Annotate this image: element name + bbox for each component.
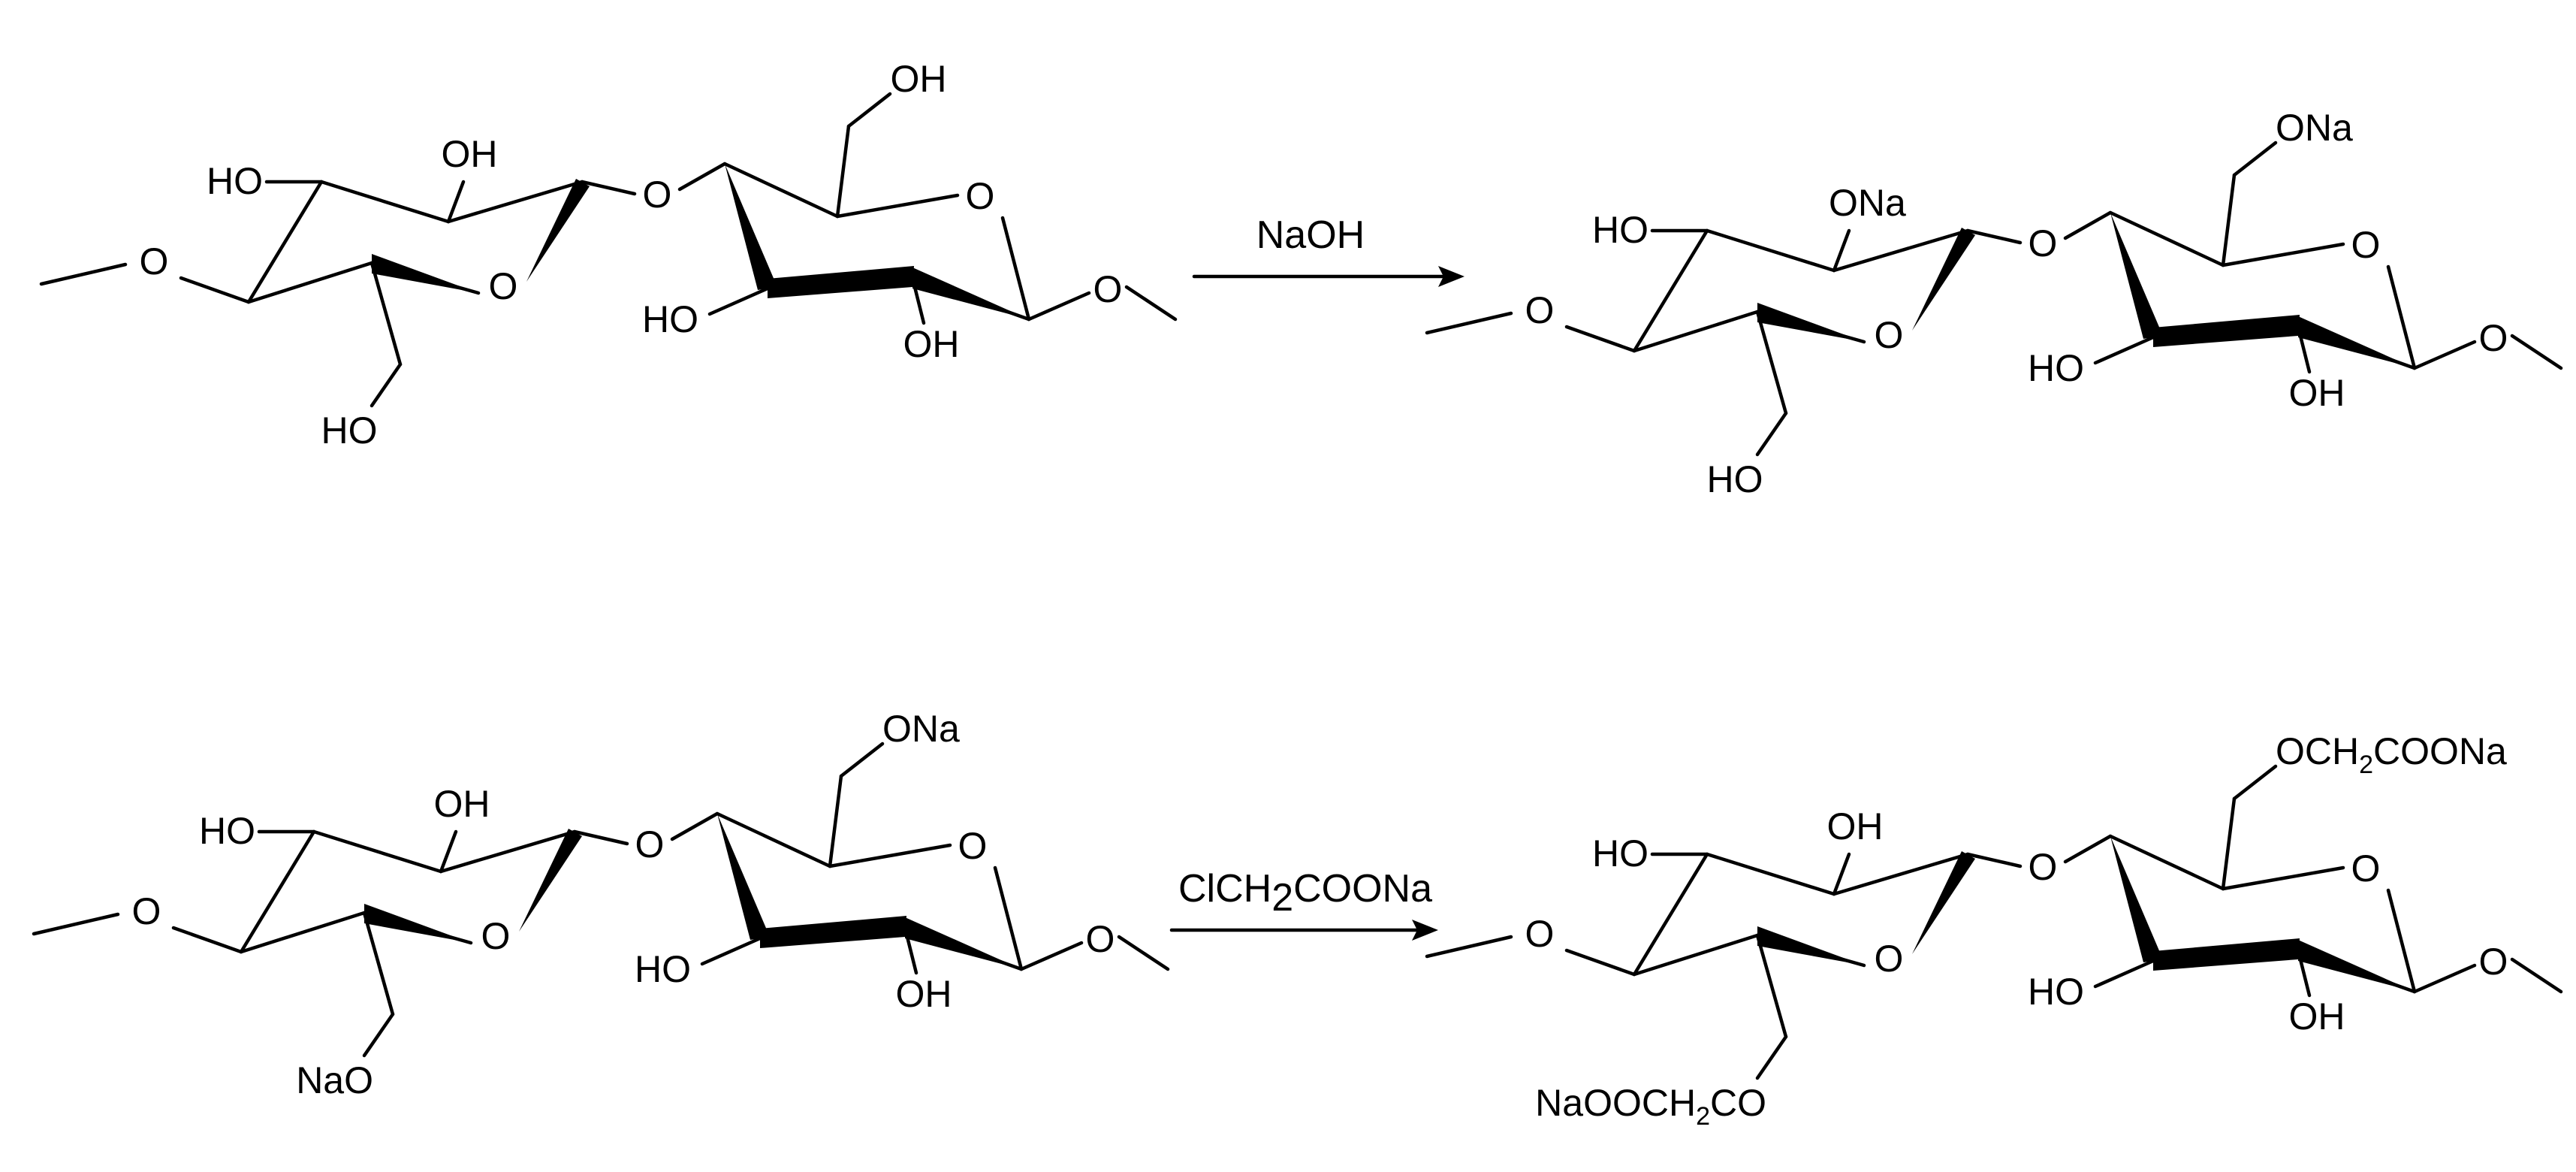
ring-a-ch2-oh: HO bbox=[321, 409, 378, 452]
methoxy-o-left: O bbox=[1525, 913, 1555, 955]
bottom-reagent: ClCH2COONa bbox=[1178, 867, 1432, 920]
ring-a-ho-upper: HO bbox=[1592, 832, 1648, 874]
glycosidic-oxygen: O bbox=[2029, 846, 2058, 888]
glycosidic-oxygen: O bbox=[2029, 222, 2058, 264]
methoxy-o-right: O bbox=[2479, 941, 2508, 983]
methoxy-o-right: O bbox=[2479, 317, 2508, 359]
top-reactant: O HO OH O HO O OH O HO OH O bbox=[41, 58, 1175, 452]
methoxy-o-left: O bbox=[132, 890, 161, 932]
ring-b-oh-lower: OH bbox=[2289, 995, 2345, 1038]
ring-b-oxygen: O bbox=[2351, 224, 2381, 266]
ring-b-oxygen: O bbox=[966, 175, 995, 217]
ring-a-ho-upper: HO bbox=[1592, 209, 1648, 251]
ring-b-oh-lower: OH bbox=[896, 973, 952, 1015]
ring-b-ch2-ona: ONa bbox=[882, 708, 960, 750]
methoxy-o-right: O bbox=[1093, 268, 1123, 310]
top-reagent: NaOH bbox=[1256, 213, 1365, 257]
ring-a-oh-top: OH bbox=[442, 133, 498, 175]
ring-b-ch2-oh: OH bbox=[891, 58, 947, 100]
ring-a-oxygen: O bbox=[1875, 314, 1904, 356]
ring-a-oh-top: OH bbox=[1827, 805, 1884, 847]
glycosidic-oxygen: O bbox=[643, 174, 672, 216]
ring-a-oxygen: O bbox=[489, 265, 518, 307]
ring-a-ho-upper: HO bbox=[207, 160, 263, 202]
bottom-arrow: ClCH2COONa bbox=[1169, 867, 1438, 941]
ring-a-ho-upper: HO bbox=[199, 810, 255, 852]
ring-b-ch2-ona: ONa bbox=[2276, 107, 2353, 149]
ring-a-ona-top: ONa bbox=[1829, 182, 1906, 224]
ring-b-oxygen: O bbox=[2351, 847, 2381, 890]
top-product: O HO ONa O HO O ONa O HO OH O bbox=[1427, 107, 2561, 500]
ring-b-ho-lower: HO bbox=[2028, 971, 2084, 1013]
ring-a-oh-top: OH bbox=[434, 783, 490, 825]
ring-a-oxygen: O bbox=[481, 915, 511, 957]
ring-b-ho-lower: HO bbox=[2028, 347, 2084, 389]
bottom-product: O HO OH O NaOOCH2CO O OCH2COONa O HO OH … bbox=[1427, 730, 2561, 1131]
ring-b-oh-lower: OH bbox=[2289, 372, 2345, 414]
methoxy-o-left: O bbox=[140, 240, 169, 282]
ring-a-oxygen: O bbox=[1875, 938, 1904, 980]
glycosidic-oxygen: O bbox=[635, 823, 665, 865]
ring-b-ho-lower: HO bbox=[642, 298, 698, 340]
ring-a-ch2-ona: NaO bbox=[296, 1059, 373, 1101]
top-arrow: NaOH bbox=[1192, 213, 1464, 287]
ring-b-ho-lower: HO bbox=[635, 948, 691, 990]
bottom-reactant: O HO OH O NaO O ONa O HO OH O bbox=[34, 708, 1168, 1101]
ring-b-oh-lower: OH bbox=[903, 323, 960, 365]
ring-b-oxygen: O bbox=[958, 825, 988, 867]
methoxy-o-left: O bbox=[1525, 289, 1555, 331]
methoxy-o-right: O bbox=[1086, 918, 1115, 960]
ring-a-carboxymethyl: NaOOCH2CO bbox=[1535, 1082, 1766, 1131]
ring-a-ch2-oh: HO bbox=[1707, 458, 1763, 500]
ring-b-carboxymethyl: OCH2COONa bbox=[2276, 730, 2507, 779]
